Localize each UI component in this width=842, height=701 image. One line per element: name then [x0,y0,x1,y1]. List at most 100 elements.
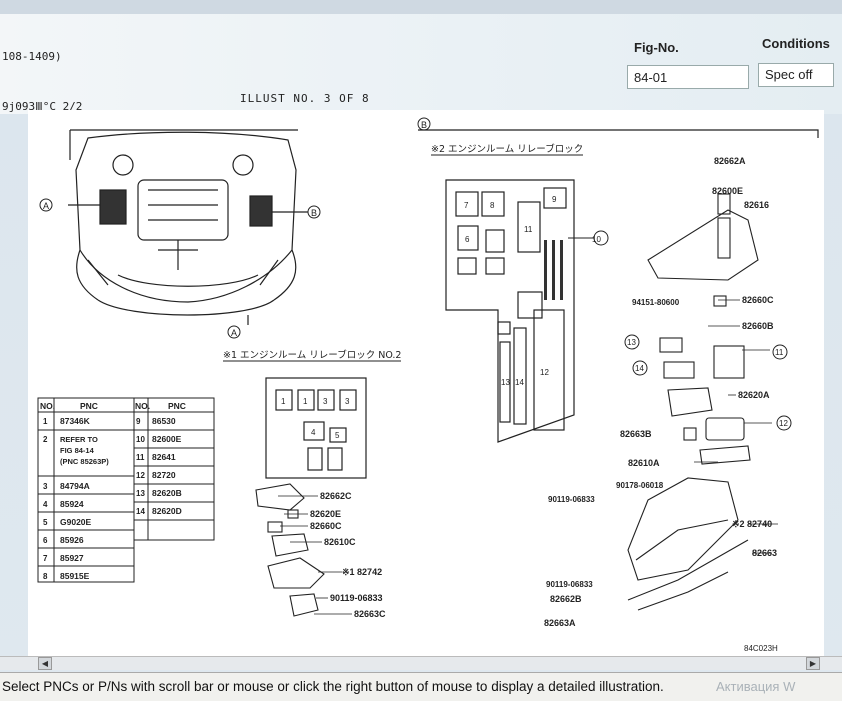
table-row-no[interactable]: 9 [136,417,141,426]
table-row-pnc[interactable]: 82620D [152,506,182,516]
relay-block-no2 [265,377,367,479]
table-row-no[interactable]: 10 [136,435,145,444]
part-label[interactable]: 82663B [620,429,652,439]
relay-block-no2-heading: ※1 エンジンルーム リレーブロック NO.2 [223,349,401,361]
figure-code: 84C023H [744,644,778,653]
table-row-pnc[interactable]: 82720 [152,470,176,480]
part-label[interactable]: ※1 82742 [342,567,382,577]
table-row-pnc[interactable]: FIG 84-14 [60,446,95,455]
part-label[interactable]: 82663C [354,609,386,619]
parts-illustration[interactable]: A B A B ※1 エンジンルーム リレーブロック NO.2 ※2 エンジンル… [28,110,824,660]
callout-b-top: B [421,120,427,130]
table-row-no[interactable]: 3 [43,482,48,491]
num-10: 10 [592,235,601,244]
part-label[interactable]: 90119-06833 [548,495,595,504]
num-12: 12 [540,368,549,377]
scroll-left-arrow-icon[interactable]: ◀ [38,657,52,670]
table-row-no[interactable]: 5 [43,518,48,527]
part-label[interactable]: 82616 [744,200,769,210]
fig-no-label: Fig-No. [634,40,679,55]
part-label[interactable]: 82663A [544,618,576,628]
part-label[interactable]: 82660C [310,521,342,531]
part-label[interactable]: 82663 [752,548,777,558]
table-row-pnc[interactable]: G9020E [60,517,92,527]
num-7: 7 [464,201,469,210]
table-row-no[interactable]: 2 [43,435,48,444]
table-row-pnc[interactable]: (PNC 85263P) [60,457,109,466]
table-row-pnc[interactable]: 84794A [60,481,90,491]
num-6: 6 [465,235,470,244]
num-3: 3 [323,397,328,406]
table-row-no[interactable]: 4 [43,500,48,509]
table-row-pnc[interactable]: 85926 [60,535,84,545]
table-row-pnc[interactable]: 87346K [60,416,91,426]
part-label[interactable]: 82662C [320,491,352,501]
table-row-pnc[interactable]: 85927 [60,553,84,563]
part-label[interactable]: 82660B [742,321,774,331]
table-row-no[interactable]: 6 [43,536,48,545]
part-label[interactable]: 90178-06018 [616,481,664,490]
callout-a-left: A [43,201,49,211]
part-label[interactable]: 82620E [310,509,341,519]
part-label[interactable]: 90119-06833 [546,580,593,589]
num-14: 14 [515,378,524,387]
table-row-no[interactable]: 14 [136,507,145,516]
part-label[interactable]: 82610A [628,458,660,468]
num-5: 5 [335,431,340,440]
conditions-field[interactable]: Spec off [758,63,834,87]
model-code: 108-1409) [2,50,62,63]
num-4: 4 [311,428,316,437]
scroll-right-arrow-icon[interactable]: ▶ [806,657,820,670]
table-row-no[interactable]: 13 [136,489,145,498]
part-label[interactable]: 82660C [742,295,774,305]
callout-12: 12 [779,419,788,428]
part-label[interactable]: 82620A [738,390,770,400]
part-label[interactable]: 82600E [712,186,743,196]
fig-no-input[interactable] [627,65,749,89]
part-label[interactable]: 82610C [324,537,356,547]
section-label: 9j093Ⅲ°C 2/2 [2,100,83,113]
table-row-pnc[interactable]: 86530 [152,416,176,426]
table-row-pnc[interactable]: REFER TO [60,435,98,444]
part-label[interactable]: 90119-06833 [330,593,383,603]
part-label[interactable]: 82662B [550,594,582,604]
pnc-table [37,397,215,583]
callout-11: 11 [775,348,784,357]
horizontal-scrollbar[interactable]: ◀ ▶ [0,656,842,670]
table-header-no-2: NO. [135,401,150,411]
table-row-no[interactable]: 11 [136,453,145,462]
table-row-no[interactable]: 1 [43,417,48,426]
table-row-pnc[interactable]: 82600E [152,434,182,444]
num-8: 8 [490,201,495,210]
relay-block-main [445,179,575,443]
engine-bay-sketch [68,129,308,316]
callout-b: B [311,208,317,218]
table-row-no[interactable]: 7 [43,554,48,563]
part-label[interactable]: ※2 82740 [732,519,772,529]
title-strip [0,0,842,14]
status-message: Select PNCs or P/Ns with scroll bar or m… [2,679,664,694]
conditions-label: Conditions [762,36,830,51]
table-row-pnc[interactable]: 85924 [60,499,84,509]
header-panel: 108-1409) 9j093Ⅲ°C 2/2 ILLUST NO. 3 OF 8… [0,14,842,114]
table-row-pnc[interactable]: 85915E [60,571,90,581]
table-header-pnc: PNC [80,401,98,411]
table-row-pnc[interactable]: 82641 [152,452,176,462]
status-bar: Select PNCs or P/Ns with scroll bar or m… [0,672,842,701]
table-row-no[interactable]: 12 [136,471,145,480]
num-9: 9 [552,195,557,204]
callout-14: 14 [635,364,644,373]
table-row-no[interactable]: 8 [43,572,48,581]
table-header-no: NO. [40,401,55,411]
num-13: 13 [501,378,510,387]
activation-watermark: Активация W [716,679,796,694]
num-1: 1 [281,397,286,406]
part-label[interactable]: 94151-80600 [632,298,680,307]
relay-block-heading: ※2 エンジンルーム リレーブロック [431,143,583,155]
left-parts-sketch [255,483,325,617]
num-3b: 3 [345,397,350,406]
part-label[interactable]: 82662A [714,156,746,166]
table-row-pnc[interactable]: 82620B [152,488,182,498]
table-header-pnc-2: PNC [168,401,186,411]
